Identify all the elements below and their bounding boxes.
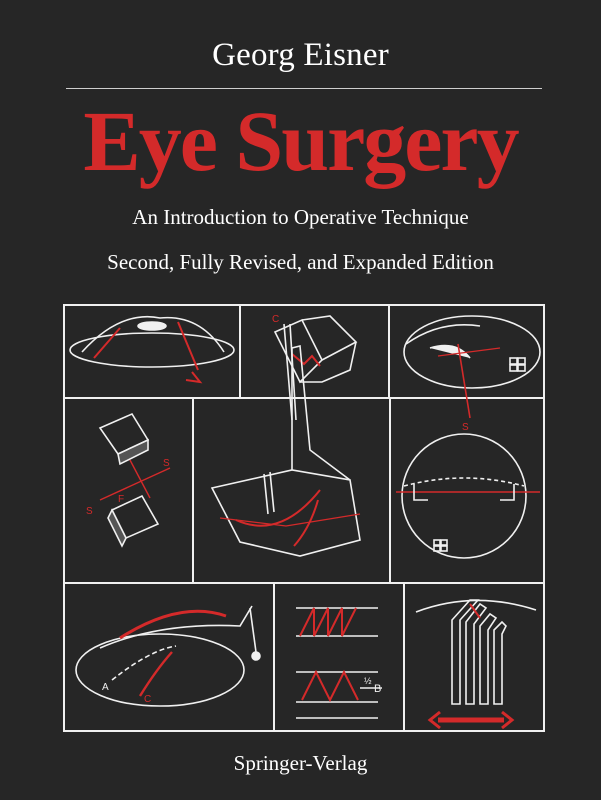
panel-dome-flap xyxy=(69,316,235,384)
label-half: ½ xyxy=(364,676,372,686)
illustration-frame xyxy=(63,304,545,732)
panel-folded-flap xyxy=(273,315,358,384)
edition-statement: Second, Fully Revised, and Expanded Edit… xyxy=(107,250,494,274)
panel-circular-section xyxy=(396,433,540,559)
label-s: S xyxy=(462,422,469,433)
label-a: A xyxy=(102,682,109,693)
panel-wedge-sections xyxy=(98,412,171,548)
label-f: F xyxy=(118,494,124,505)
panel-globe-flap xyxy=(403,315,541,419)
label-s: S xyxy=(86,506,93,517)
label-c: C xyxy=(144,694,151,705)
panel-layered-tissue xyxy=(415,599,537,730)
publisher-name: Springer-Verlag xyxy=(233,751,368,775)
panel-lens-needle xyxy=(75,605,261,707)
author-name: Georg Eisner xyxy=(212,37,389,73)
panel-incision-forceps xyxy=(210,323,361,557)
label-s: S xyxy=(163,458,170,469)
panel-suture-patterns xyxy=(296,607,382,719)
book-title: Eye Surgery xyxy=(83,93,519,189)
label-b: B xyxy=(374,683,381,695)
book-subtitle: An Introduction to Operative Technique xyxy=(132,205,469,229)
label-c: C xyxy=(272,314,279,325)
title-divider xyxy=(66,88,542,89)
surgical-illustration-grid: S S S F C xyxy=(63,304,545,732)
